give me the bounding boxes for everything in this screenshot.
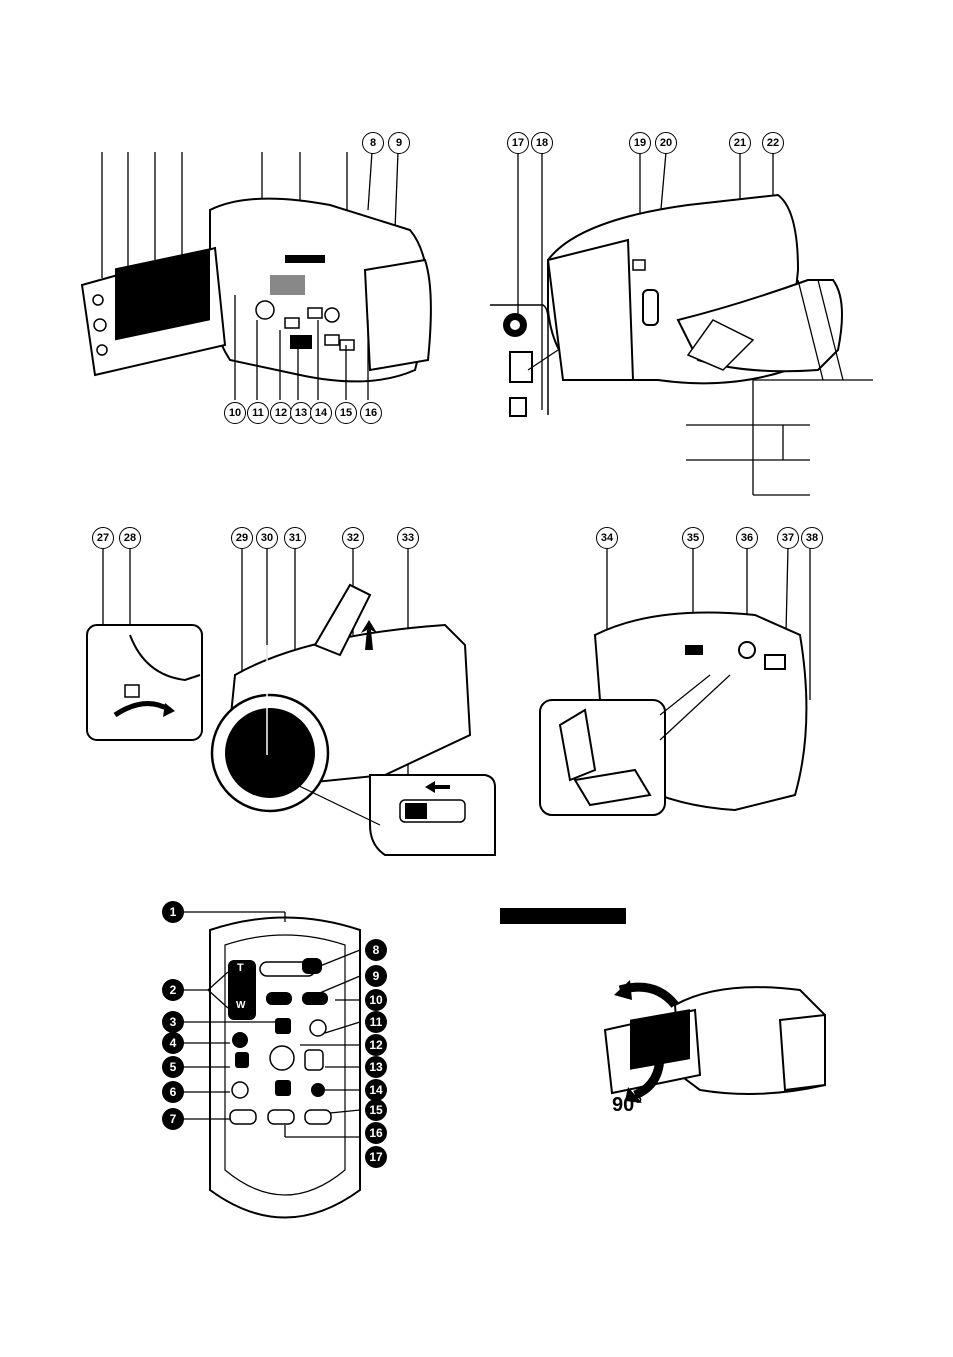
label-14: 14 (310, 402, 332, 424)
remote-label-6: 6 (162, 1081, 184, 1103)
label-33: 33 (397, 527, 419, 549)
remote-label-5: 5 (162, 1056, 184, 1078)
lcd-rotation-panel (600, 975, 835, 1105)
zoom-t-label: T (237, 962, 244, 974)
remote-label-1: 1 (162, 901, 184, 923)
camcorder-rear-drawing (488, 130, 878, 500)
camera-lcd-panel: 8 9 10 11 12 13 14 15 16 (70, 130, 450, 440)
zoom-w-label: W (236, 1000, 245, 1011)
label-8: 8 (362, 132, 384, 154)
camcorder-lcd-drawing (70, 130, 450, 440)
label-38: 38 (801, 527, 823, 549)
label-31: 31 (284, 527, 306, 549)
label-11: 11 (247, 402, 269, 424)
label-35: 35 (682, 527, 704, 549)
remote-label-9: 9 (365, 965, 387, 987)
camcorder-icon (600, 975, 835, 1105)
label-18: 18 (531, 132, 553, 154)
remote-label-17: 17 (365, 1146, 387, 1168)
remote-label-14: 14 (365, 1079, 387, 1101)
label-10: 10 (224, 402, 246, 424)
label-28: 28 (119, 527, 141, 549)
camcorder-bottom-drawing (535, 525, 835, 825)
camera-rear-panel: 17 18 19 20 21 22 (488, 130, 878, 500)
remote-label-10: 10 (365, 989, 387, 1011)
remote-label-4: 4 (162, 1032, 184, 1054)
remote-label-2: 2 (162, 979, 184, 1001)
label-17: 17 (507, 132, 529, 154)
label-34: 34 (596, 527, 618, 549)
remote-label-13: 13 (365, 1056, 387, 1078)
label-13: 13 (290, 402, 312, 424)
label-32: 32 (342, 527, 364, 549)
label-12: 12 (270, 402, 292, 424)
section-header-bar (500, 908, 626, 924)
label-9: 9 (388, 132, 410, 154)
label-15: 15 (335, 402, 357, 424)
label-20: 20 (655, 132, 677, 154)
remote-label-11: 11 (365, 1011, 387, 1033)
label-21: 21 (729, 132, 751, 154)
camera-bottom-panel: 34 35 36 37 38 (535, 525, 835, 825)
label-27: 27 (92, 527, 114, 549)
rotation-angle-label: 90° (612, 1094, 642, 1117)
label-30: 30 (256, 527, 278, 549)
label-37: 37 (777, 527, 799, 549)
remote-control-panel: T W 1 2 3 4 5 6 7 8 9 10 11 12 13 14 15 … (160, 900, 410, 1245)
remote-label-16: 16 (365, 1122, 387, 1144)
remote-label-8: 8 (365, 939, 387, 961)
label-19: 19 (629, 132, 651, 154)
camera-lens-panel: 27 28 29 30 31 32 33 (85, 525, 500, 860)
remote-label-15: 15 (365, 1099, 387, 1121)
camcorder-lens-drawing (85, 525, 500, 860)
remote-label-7: 7 (162, 1108, 184, 1130)
remote-label-3: 3 (162, 1011, 184, 1033)
label-29: 29 (231, 527, 253, 549)
label-36: 36 (736, 527, 758, 549)
label-16: 16 (360, 402, 382, 424)
remote-label-12: 12 (365, 1034, 387, 1056)
label-22: 22 (762, 132, 784, 154)
